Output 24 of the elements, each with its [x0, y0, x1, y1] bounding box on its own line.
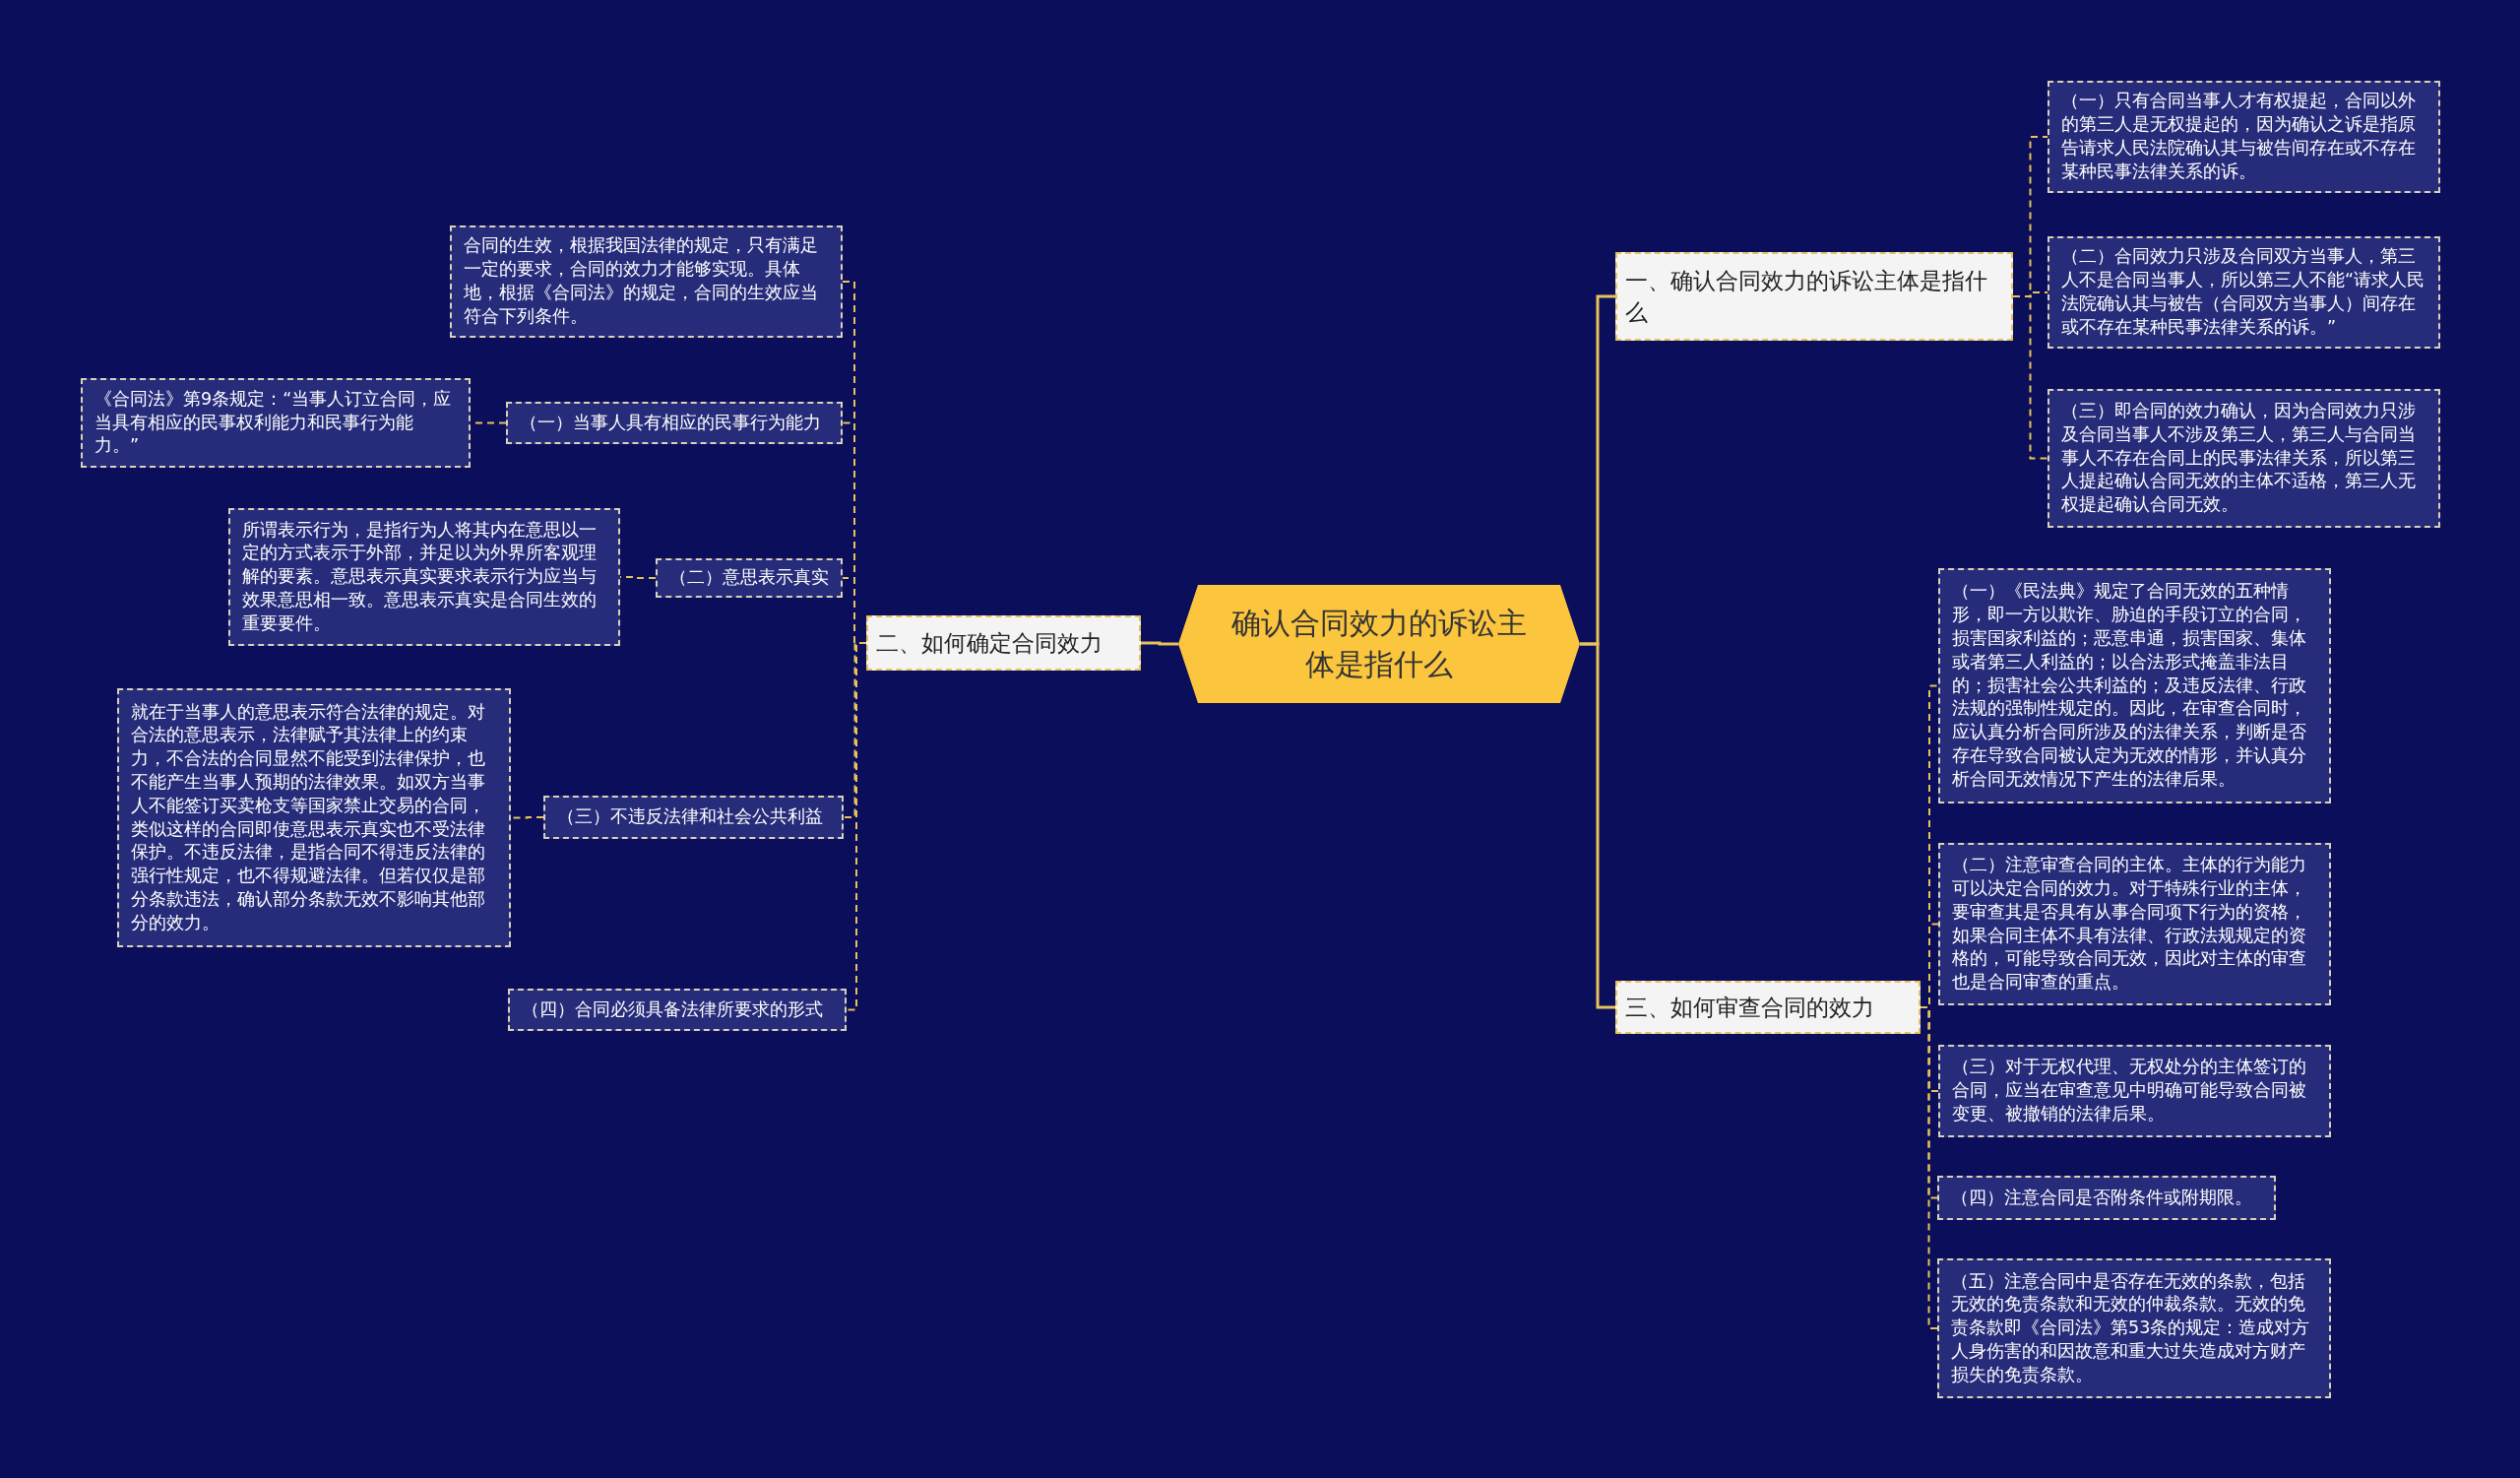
note-box: （三）对于无权代理、无权处分的主体签订的合同，应当在审查意见中明确可能导致合同被变更、被撤销的法律后果。 — [1938, 1045, 2331, 1137]
connector-line — [1141, 641, 1178, 646]
topic-box: 三、如何审查合同的效力 — [1615, 981, 1921, 1034]
note-box: （一）当事人具有相应的民事行为能力 — [506, 402, 843, 444]
note-box: 《合同法》第9条规定：“当事人订立合同，应当具有相应的民事权利能力和民事行为能力。” — [81, 378, 471, 468]
note-box: （五）注意合同中是否存在无效的条款，包括无效的免责条款和无效的仲裁条款。无效的免责条款即《合同法》第53条的规定：造成对方人身伤害的和因故意和重大过失造成对方财产损失的免责条款。 — [1937, 1258, 2331, 1398]
topic-box: 一、确认合同效力的诉讼主体是指什么 — [1615, 252, 2013, 341]
note-box: （三）不违反法律和社会公共利益 — [543, 796, 844, 839]
note-box: 所谓表示行为，是指行为人将其内在意思以一定的方式表示于外部，并足以为外界所客观理解的要素。意思表示真实要求表示行为应当与效果意思相一致。意思表示真实是合同生效的重要要件。 — [228, 508, 620, 646]
central-topic: 确认合同效力的诉讼主体是指什么 — [1178, 585, 1580, 703]
note-box: （三）即合同的效力确认，因为合同效力只涉及合同当事人不涉及第三人，第三人与合同当事人不存在合同上的民事法律关系，所以第三人提起确认合同无效的主体不适格，第三人无权提起确认合同无效。 — [2048, 389, 2440, 528]
connector-line — [1920, 1006, 1938, 1329]
note-box: （四）合同必须具备法律所要求的形式 — [508, 989, 847, 1031]
note-box: 就在于当事人的意思表示符合法律的规定。对合法的意思表示，法律赋予其法律上的约束力，不合法的合同显然不能受到法律保护，也不能产生当事人预期的法律效果。如双方当事人不能签订买卖枪支等国家禁止交易的合同，类似这样的合同即使意思表示真实也不受法律保护。不违反法律，是指合同不得违反法律的强行性规定，也不得规避法律。但若仅仅是部分条款违法，确认部分条款无效不影响其他部分的效力。 — [117, 688, 511, 947]
note-box: （二）注意审查合同的主体。主体的行为能力可以决定合同的效力。对于特殊行业的主体，要审查其是否具有从事合同项下行为的资格，如果合同主体不具有法律、行政法规规定的资格的，可能导致合同无效，因此对主体的审查也是合同审查的重点。 — [1938, 843, 2331, 1005]
topic-box: 二、如何确定合同效力 — [866, 615, 1141, 671]
note-box: （一）《民法典》规定了合同无效的五种情形，即一方以欺诈、胁迫的手段订立的合同，损害国家利益的；恶意串通，损害国家、集体或者第三人利益的；以合法形式掩盖非法目的；损害社会公共利益的；及违反法律、行政法规的强制性规定的。因此，在审查合同时，应认真分析合同所涉及的法律关系，判断是否存在导致合同被认定为无效的情形，并认真分析合同无效情况下产生的法律后果。 — [1938, 568, 2331, 803]
note-box: （一）只有合同当事人才有权提起，合同以外的第三人是无权提起的，因为确认之诉是指原告请求人民法院确认其与被告间存在或不存在某种民事法律关系的诉。 — [2048, 81, 2440, 193]
note-box: （二）意思表示真实 — [656, 558, 843, 598]
connector-line — [2012, 295, 2048, 460]
note-box: 合同的生效，根据我国法律的规定，只有满足一定的要求，合同的效力才能够实现。具体地，根据《合同法》的规定，合同的生效应当符合下列条件。 — [450, 225, 843, 338]
note-box: （四）注意合同是否附条件或附期限。 — [1937, 1176, 2276, 1220]
connector-line — [1580, 642, 1615, 1009]
note-box: （二）合同效力只涉及合同双方当事人，第三人不是合同当事人，所以第三人不能“请求人民法院确认其与被告（合同双方当事人）间存在或不存在某种民事法律关系的诉。” — [2048, 236, 2440, 349]
